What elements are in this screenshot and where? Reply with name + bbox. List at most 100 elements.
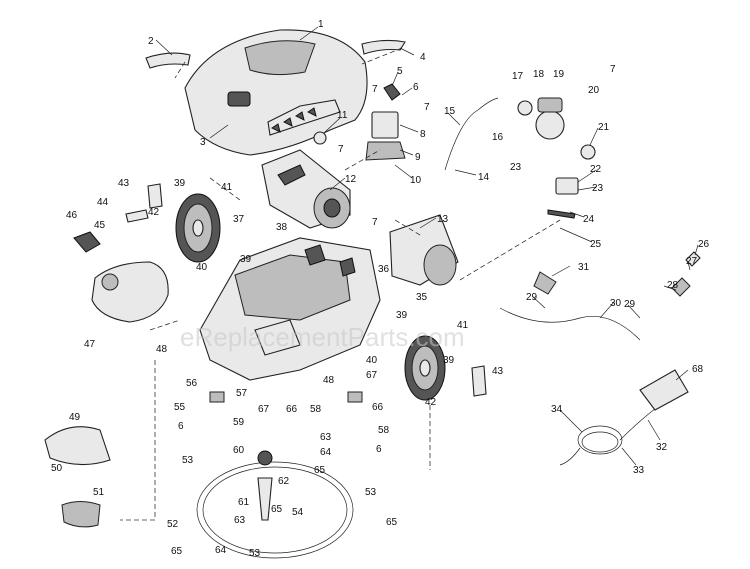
callout-7b: 7: [424, 102, 430, 113]
callout-58a: 58: [310, 404, 322, 415]
callout-64b: 64: [215, 545, 227, 556]
callout-65b: 65: [271, 504, 283, 515]
callout-49: 49: [69, 412, 81, 423]
callout-42b: 42: [425, 397, 437, 408]
rear-wheel-left: [175, 193, 221, 263]
callout-1: 1: [318, 19, 324, 30]
cutting-disc: [196, 461, 354, 559]
callout-40a: 40: [196, 262, 208, 273]
callout-16: 16: [492, 132, 504, 143]
callout-57: 57: [236, 388, 248, 399]
chassis: [199, 237, 381, 381]
callout-68: 68: [692, 364, 704, 375]
callout-55: 55: [174, 402, 186, 413]
callout-67a: 67: [258, 404, 270, 415]
callout-8: 8: [420, 129, 426, 140]
callout-33: 33: [633, 465, 645, 476]
callout-65a: 65: [314, 465, 326, 476]
callout-23a: 23: [510, 162, 522, 173]
callout-39d: 39: [443, 355, 455, 366]
callout-31: 31: [578, 262, 590, 273]
front-wheel-right: [404, 335, 446, 401]
callout-42a: 42: [148, 207, 160, 218]
callout-50: 50: [51, 463, 63, 474]
callout-35: 35: [416, 292, 428, 303]
callout-67b: 67: [366, 370, 378, 381]
callout-5: 5: [397, 66, 403, 77]
callout-26: 26: [698, 239, 710, 250]
callout-32: 32: [656, 442, 668, 453]
callout-54: 54: [292, 507, 304, 518]
callout-39a: 39: [174, 178, 186, 189]
callout-60: 60: [233, 445, 245, 456]
callout-53c: 53: [249, 548, 261, 559]
callout-53b: 53: [365, 487, 377, 498]
callout-labels: 1 2 3 4 5 6 7 7 7 7 7 8 9 10 11 12 13 14…: [51, 19, 710, 559]
callout-12: 12: [345, 174, 357, 185]
callout-65d: 65: [171, 546, 183, 557]
callout-11: 11: [337, 110, 348, 121]
callout-63a: 63: [320, 432, 332, 443]
callout-43b: 43: [492, 366, 504, 377]
callout-44: 44: [97, 197, 109, 208]
callout-7c: 7: [338, 144, 344, 155]
nozzle-fittings: [533, 251, 701, 297]
callout-47: 47: [84, 339, 96, 350]
callout-41a: 41: [221, 182, 233, 193]
leader-lines: [155, 26, 699, 466]
valve-block: [365, 83, 406, 161]
callout-29b: 29: [624, 299, 636, 310]
callout-29a: 29: [526, 292, 538, 303]
callout-2: 2: [148, 36, 154, 47]
callout-13: 13: [437, 214, 449, 225]
blade-hub: [257, 450, 273, 521]
callout-66b: 66: [372, 402, 384, 413]
top-cover: [184, 29, 368, 156]
callout-6: 6: [413, 82, 419, 93]
callout-61: 61: [238, 497, 250, 508]
callout-18: 18: [533, 69, 545, 80]
callout-30: 30: [610, 298, 622, 309]
side-trim-right: [361, 39, 406, 55]
callout-48a: 48: [156, 344, 168, 355]
callout-40b: 40: [366, 355, 378, 366]
callout-6b: 6: [178, 421, 184, 432]
hose-tube: [444, 97, 641, 341]
callout-21: 21: [598, 122, 610, 133]
callout-36: 36: [378, 264, 390, 275]
callout-41b: 41: [457, 320, 469, 331]
callout-27: 27: [686, 256, 698, 267]
callout-45: 45: [94, 220, 106, 231]
callout-51: 51: [93, 487, 105, 498]
callout-14: 14: [478, 172, 490, 183]
callout-66a: 66: [286, 404, 298, 415]
callout-63b: 63: [234, 515, 246, 526]
callout-23b: 23: [592, 183, 604, 194]
callout-53a: 53: [182, 455, 194, 466]
callout-3: 3: [200, 137, 206, 148]
cap: [73, 231, 101, 253]
callout-9: 9: [415, 152, 421, 163]
fuel-tank: [91, 261, 169, 323]
discharge-chute: [389, 214, 459, 286]
callout-22: 22: [590, 164, 602, 175]
callout-10: 10: [410, 175, 422, 186]
callout-15: 15: [444, 106, 456, 117]
callout-4: 4: [420, 52, 426, 63]
callout-46: 46: [66, 210, 78, 221]
callout-34: 34: [551, 404, 563, 415]
callout-56: 56: [186, 378, 198, 389]
pump-head: [517, 97, 596, 160]
callout-28: 28: [667, 280, 679, 291]
callout-25: 25: [590, 239, 602, 250]
callout-6c: 6: [376, 444, 382, 455]
callout-58b: 58: [378, 425, 390, 436]
callout-17: 17: [512, 71, 524, 82]
alignment-lines: [120, 47, 561, 521]
callout-20: 20: [588, 85, 600, 96]
side-trim-left: [145, 52, 191, 69]
watermark: eReplacementParts.com: [180, 322, 465, 352]
callout-38: 38: [276, 222, 288, 233]
callout-59: 59: [233, 417, 245, 428]
